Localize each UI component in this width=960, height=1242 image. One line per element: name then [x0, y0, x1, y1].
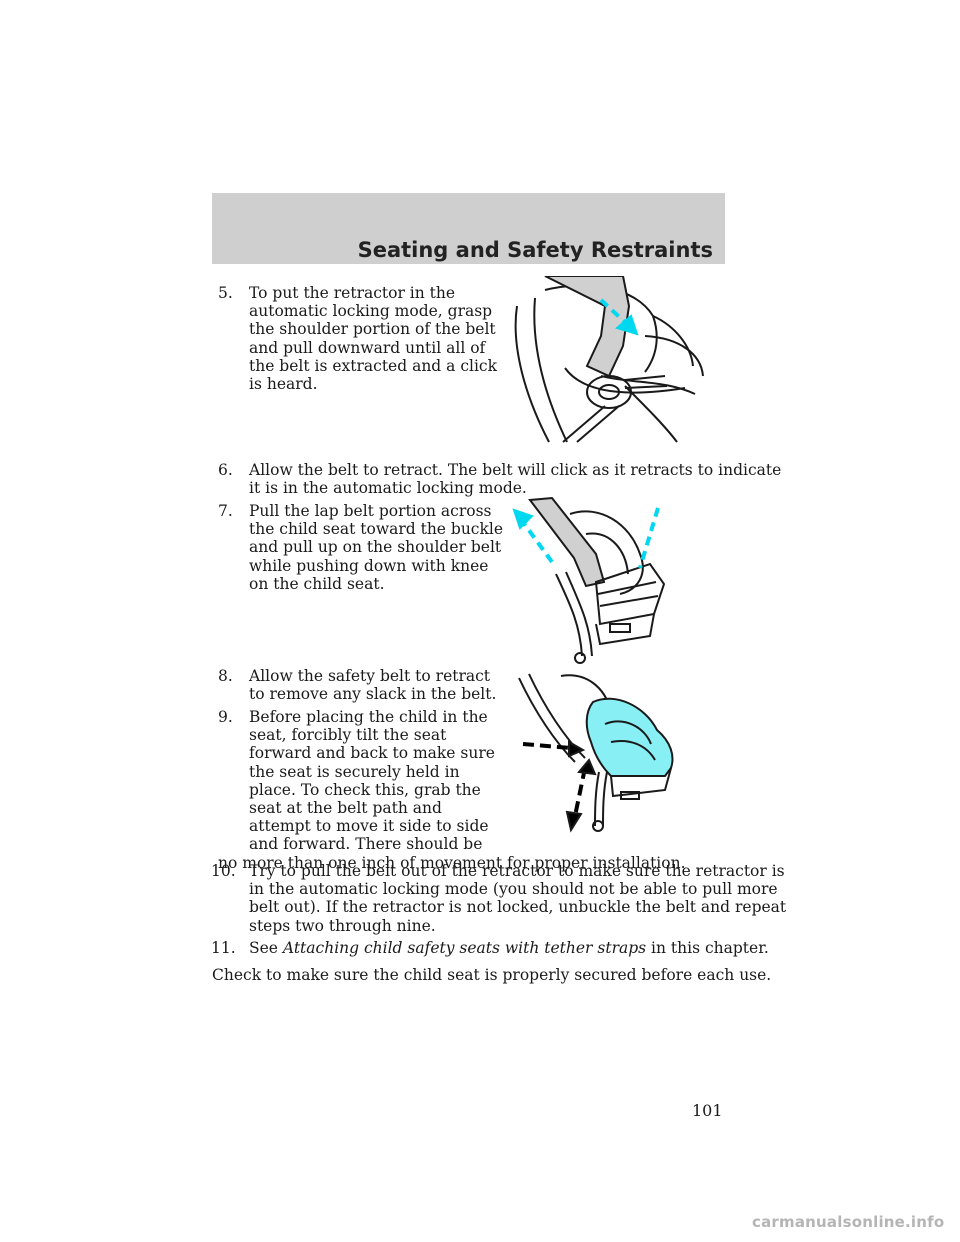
closing-note: Check to make sure the child seat is pro… [212, 966, 772, 984]
step-line: and forward. There should be [249, 835, 483, 854]
step-line: is heard. [249, 375, 318, 394]
step-text: See [249, 939, 278, 957]
seat-tilt-check-illustration [518, 673, 674, 833]
step-7: 7. Pull the lap belt portion across the … [218, 502, 503, 593]
step-9: 9. Before placing the child in the seat,… [218, 708, 686, 872]
step-line: steps two through nine. [249, 916, 436, 935]
step-line: the seat is securely held in [249, 762, 460, 781]
step-line: place. To check this, grab the [249, 780, 481, 799]
belt-pull-down-illustration [514, 276, 704, 443]
step-line: the shoulder portion of the belt [249, 320, 496, 339]
step-text: in this chapter. [651, 939, 769, 957]
section-header-band: Seating and Safety Restraints [212, 193, 725, 264]
step-line: and pull downward until all of [249, 338, 486, 357]
step-line: and pull up on the shoulder belt [249, 538, 502, 557]
section-title: Seating and Safety Restraints [357, 238, 713, 262]
step-11: 11. See Attaching child safety seats wit… [211, 939, 769, 957]
step-6: 6. Allow the belt to retract. The belt w… [218, 461, 781, 497]
step-line: it is in the automatic locking mode. [249, 479, 527, 498]
step-number: 9. [218, 708, 233, 726]
step-line: Allow the safety belt to retract [249, 667, 491, 685]
step-line: to remove any slack in the belt. [249, 685, 497, 704]
step-number: 6. [218, 461, 233, 479]
watermark-text: carmanualsonline.info [752, 1213, 945, 1231]
step-line: Pull the lap belt portion across [249, 502, 492, 520]
section-reference: Attaching child safety seats with tether… [282, 939, 647, 957]
step-line: while pushing down with knee [249, 556, 489, 575]
step-line: seat, forcibly tilt the seat [249, 726, 447, 745]
lap-belt-tighten-illustration [512, 496, 666, 664]
step-line: To put the retractor in the [249, 284, 456, 302]
step-line: attempt to move it side to side [249, 817, 489, 836]
step-line: the belt is extracted and a click [249, 356, 497, 375]
step-line: belt out). If the retractor is not locke… [249, 898, 787, 917]
step-number: 5. [218, 284, 233, 302]
step-line: in the automatic locking mode (you shoul… [249, 880, 778, 899]
step-line: forward and back to make sure [249, 744, 495, 763]
step-line: seat at the belt path and [249, 799, 442, 818]
step-10: 10. Try to pull the belt out of the retr… [211, 862, 786, 935]
step-number: 7. [218, 502, 233, 520]
step-line: automatic locking mode, grasp [249, 302, 493, 321]
step-number: 8. [218, 667, 233, 685]
step-number: 10. [211, 862, 236, 880]
page-number: 101 [692, 1101, 723, 1120]
step-line: no more than one inch of movement for pr… [218, 853, 686, 872]
step-line: Try to pull the belt out of the retracto… [249, 862, 785, 880]
step-number: 11. [211, 939, 236, 957]
step-line: Before placing the child in the [249, 708, 488, 726]
step-line: on the child seat. [249, 574, 385, 593]
step-line: Allow the belt to retract. The belt will… [249, 461, 782, 479]
step-5: 5. To put the retractor in the automatic… [218, 284, 497, 393]
step-8: 8. Allow the safety belt to retract to r… [218, 667, 496, 703]
step-line: the child seat toward the buckle [249, 520, 504, 539]
